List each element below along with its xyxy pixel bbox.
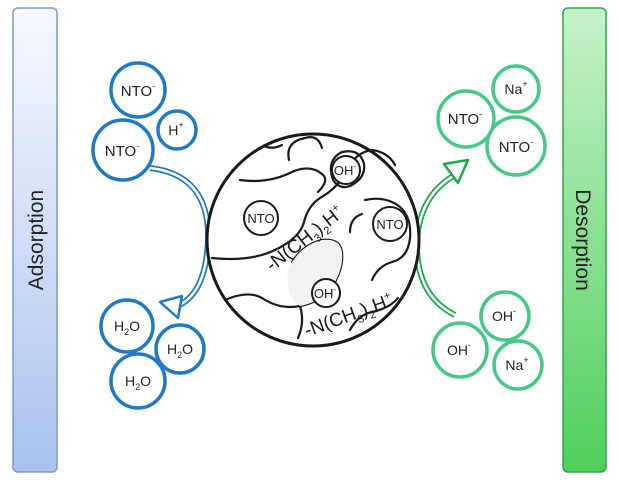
desorption-outgoing-ions: Na+ NTO- NTO- — [436, 64, 547, 177]
desorption-arrow — [413, 158, 470, 318]
svg-text:OH-: OH- — [334, 162, 357, 178]
ion-bubble: OH- — [431, 321, 489, 379]
resin-bead: OH- NTO NTO OH- -N(CH3)2H+ -N(CH3)2H+ — [205, 132, 421, 348]
desorption-label: Desorption — [571, 189, 594, 291]
svg-text:H2O: H2O — [114, 318, 140, 337]
adsorption-label: Adsorption — [25, 190, 48, 290]
svg-text:OH-: OH- — [492, 306, 516, 324]
adsorption-bar: Adsorption — [12, 7, 58, 473]
ion-bubble: NTO- — [436, 89, 496, 149]
ion-bubble: NTO- — [91, 118, 155, 182]
adsorption-outgoing-water: H2O H2O H2O — [99, 298, 206, 410]
water-bubble: H2O — [109, 352, 167, 410]
svg-text:NTO-: NTO- — [448, 109, 482, 128]
svg-text:NTO: NTO — [376, 217, 403, 232]
svg-text:H2O: H2O — [125, 373, 151, 392]
desorption-incoming-ions: OH- OH- Na+ — [431, 290, 544, 391]
water-bubble: H2O — [99, 298, 155, 354]
svg-text:H+: H+ — [168, 120, 183, 138]
adsorption-incoming-ions: NTO- H+ NTO- — [91, 61, 198, 182]
pore-oh-lower: OH- — [311, 278, 341, 308]
svg-text:NTO: NTO — [247, 211, 274, 226]
desorption-bar: Desorption — [562, 7, 607, 473]
svg-text:NTO-: NTO- — [499, 137, 533, 156]
ion-bubble: NTO- — [485, 115, 547, 177]
adsorption-arrow — [149, 165, 212, 320]
pore-nto-right: NTO — [372, 206, 408, 242]
water-bubble: H2O — [154, 323, 206, 375]
svg-text:Na+: Na+ — [504, 79, 527, 97]
svg-text:OH-: OH- — [314, 285, 337, 301]
ion-bubble: NTO- — [109, 61, 167, 119]
svg-text:OH-: OH- — [447, 340, 471, 358]
svg-text:H2O: H2O — [167, 341, 193, 360]
ion-bubble: H+ — [156, 109, 198, 151]
svg-text:NTO-: NTO- — [121, 81, 155, 100]
svg-text:NTO-: NTO- — [105, 141, 139, 160]
pore-oh-upper: OH- — [331, 155, 361, 185]
ion-bubble: Na+ — [492, 339, 544, 391]
ion-bubble: Na+ — [491, 64, 541, 114]
pore-nto-left: NTO — [243, 200, 279, 236]
ion-bubble: OH- — [479, 290, 531, 342]
svg-text:Na+: Na+ — [505, 355, 528, 373]
